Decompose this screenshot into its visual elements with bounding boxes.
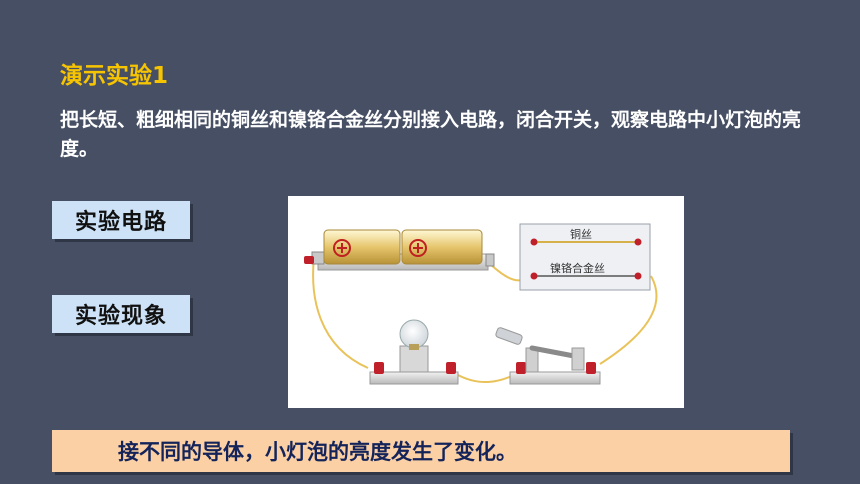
switch-icon bbox=[495, 327, 601, 385]
battery-holder bbox=[304, 229, 495, 271]
slide-title: 演示实验1 bbox=[60, 63, 169, 89]
wire-board: 铜丝 镍铬合金丝 bbox=[519, 223, 651, 291]
bulb-icon bbox=[369, 319, 459, 385]
phenomenon-label: 实验现象 bbox=[52, 295, 190, 333]
circuit-diagram: 铜丝 镍铬合金丝 bbox=[288, 196, 684, 408]
nichrome-wire-label: 镍铬合金丝 bbox=[550, 261, 605, 275]
circuit-label: 实验电路 bbox=[52, 201, 190, 239]
copper-wire-label: 铜丝 bbox=[570, 227, 592, 241]
experiment-description: 把长短、粗细相同的铜丝和镍铬合金丝分别接入电路，闭合开关，观察电路中小灯泡的亮度… bbox=[60, 109, 802, 160]
conclusion-banner: 接不同的导体，小灯泡的亮度发生了变化。 bbox=[52, 430, 790, 472]
